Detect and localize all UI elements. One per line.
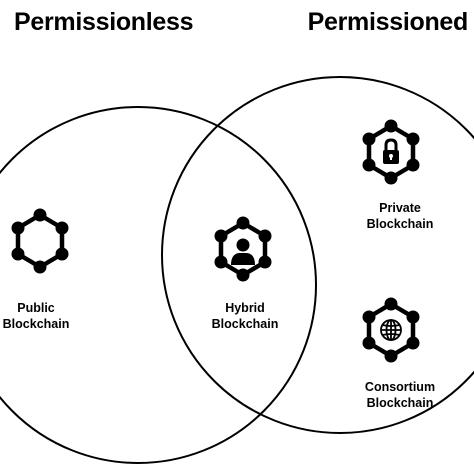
consortium-blockchain-label-line-2: Blockchain bbox=[366, 396, 434, 410]
hybrid-blockchain-label: Hybrid Blockchain bbox=[200, 300, 290, 332]
permissionless-heading: Permissionless bbox=[14, 8, 194, 36]
globe-icon bbox=[380, 319, 402, 341]
consortium-blockchain-label-line-1: Consortium bbox=[364, 380, 436, 394]
private-blockchain-network-icon bbox=[362, 119, 420, 185]
padlock-icon bbox=[383, 138, 399, 164]
public-blockchain-label-line-1: Public bbox=[17, 301, 55, 315]
hybrid-blockchain-label-line-1: Hybrid bbox=[225, 301, 265, 315]
public-blockchain-label-line-2: Blockchain bbox=[2, 317, 70, 331]
person-icon bbox=[231, 238, 255, 265]
hybrid-blockchain-label-line-2: Blockchain bbox=[211, 317, 279, 331]
private-blockchain-label: Private Blockchain bbox=[354, 200, 446, 232]
consortium-blockchain-network-icon bbox=[362, 297, 420, 363]
permissionless-circle bbox=[0, 106, 317, 464]
private-blockchain-label-line-1: Private bbox=[379, 201, 421, 215]
hybrid-blockchain-network-icon bbox=[214, 216, 272, 282]
public-blockchain-label: Public Blockchain bbox=[0, 300, 72, 332]
public-blockchain-network-icon bbox=[11, 208, 69, 274]
private-blockchain-label-line-2: Blockchain bbox=[366, 217, 434, 231]
permissioned-circle bbox=[161, 76, 474, 434]
permissioned-heading: Permissioned bbox=[307, 8, 469, 36]
consortium-blockchain-label: Consortium Blockchain bbox=[348, 379, 452, 411]
